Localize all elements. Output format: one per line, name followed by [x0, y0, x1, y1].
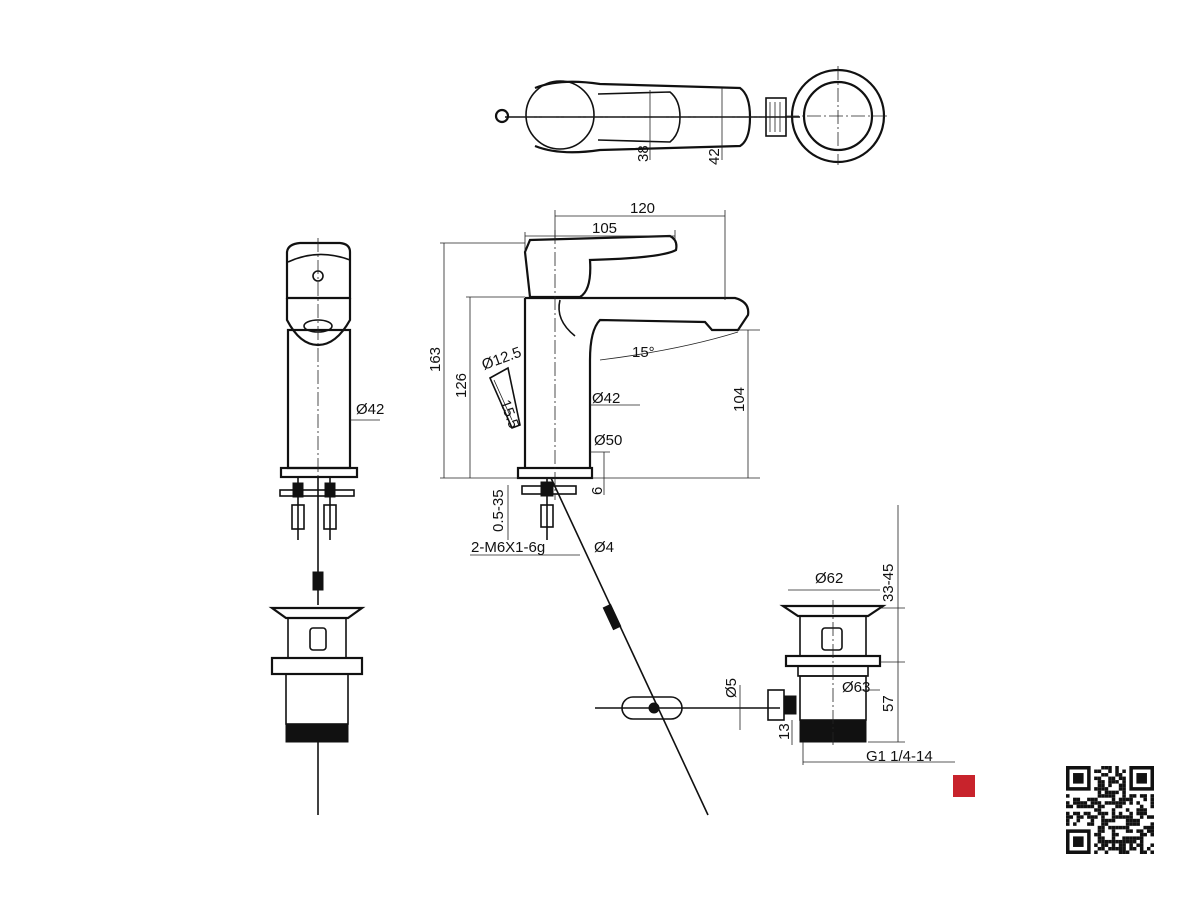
dim-105: 105: [592, 220, 617, 237]
side-view: [440, 210, 760, 816]
qr-code-icon: [1066, 766, 1154, 854]
dim-15-5: 15.5: [496, 398, 522, 431]
front-view: [268, 238, 380, 815]
dim-front-dia42: Ø42: [356, 401, 384, 418]
dim-15deg: 15°: [632, 344, 655, 361]
dim-126: 126: [453, 373, 470, 398]
dim-dia50: Ø50: [594, 432, 622, 449]
dim-33-45: 33-45: [880, 564, 897, 602]
dim-top-42: 42: [706, 148, 723, 165]
waste-assembly: [595, 505, 955, 765]
dim-side-dia42: Ø42: [592, 390, 620, 407]
dim-top-38: 38: [635, 145, 652, 162]
dim-104: 104: [731, 387, 748, 412]
dimension-labels: 38 42 Ø42 120 105 163 126 Ø12.5 15.5 15°…: [356, 145, 933, 765]
red-square-icon: [953, 775, 975, 797]
dim-dia12-5: Ø12.5: [480, 344, 524, 374]
dim-dia4: Ø4: [594, 539, 614, 556]
dim-thread-g1: G1 1/4-14: [866, 748, 933, 765]
dim-thread-m6: 2-M6X1-6g: [471, 539, 545, 556]
dim-57: 57: [880, 695, 897, 712]
dim-dia5: Ø5: [723, 678, 740, 698]
dim-163: 163: [427, 347, 444, 372]
dim-6: 6: [589, 487, 606, 495]
top-view: [494, 66, 890, 165]
dim-dia63: Ø63: [842, 679, 870, 696]
dim-dia62: Ø62: [815, 570, 843, 587]
dim-120: 120: [630, 200, 655, 217]
dim-13: 13: [776, 723, 793, 740]
dim-0-5-35: 0.5-35: [490, 489, 507, 532]
